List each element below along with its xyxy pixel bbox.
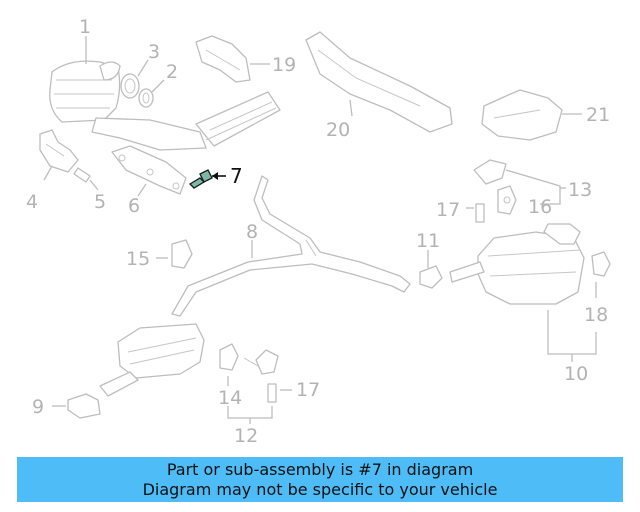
callout-17-upper: 17: [436, 199, 460, 221]
callout-14: 14: [218, 387, 242, 409]
part-4-bracket[interactable]: [39, 129, 79, 181]
callout-19: 19: [272, 54, 296, 76]
callout-9: 9: [32, 396, 44, 418]
part-16-hanger[interactable]: [497, 185, 517, 215]
part-17-bolt-upper[interactable]: [466, 203, 485, 223]
callout-5: 5: [94, 191, 106, 213]
part-17-bolt-lower[interactable]: [267, 383, 292, 403]
callout-2: 2: [166, 61, 178, 83]
part-8-intermediate-pipe[interactable]: [171, 175, 411, 317]
part-7-bolt-highlighted[interactable]: [188, 169, 226, 189]
callout-10: 10: [564, 363, 588, 385]
callout-1: 1: [79, 16, 91, 38]
callout-16: 16: [528, 196, 552, 218]
part-15-hanger[interactable]: [156, 239, 193, 269]
part-3-gasket[interactable]: [120, 59, 149, 99]
banner-line-2: Diagram may not be specific to your vehi…: [142, 479, 498, 499]
callout-12: 12: [234, 425, 258, 447]
part-21-shield[interactable]: [481, 89, 582, 141]
info-banner: Part or sub-assembly is #7 in diagram Di…: [17, 457, 623, 502]
part-6-flange-bracket[interactable]: [111, 145, 187, 197]
callout-11: 11: [416, 230, 440, 252]
part-11-clamp[interactable]: [419, 250, 443, 289]
rear-muffler[interactable]: [449, 223, 585, 305]
part-2-gasket[interactable]: [138, 79, 165, 108]
callout-17-lower: 17: [296, 379, 320, 401]
banner-line-1: Part or sub-assembly is #7 in diagram: [166, 459, 474, 479]
callout-15: 15: [126, 248, 150, 270]
part-12-bracket[interactable]: [227, 349, 279, 424]
part-20-heat-shield[interactable]: [305, 31, 453, 133]
front-muffler[interactable]: [99, 323, 205, 397]
callout-18: 18: [584, 304, 608, 326]
part-9-pipe-section[interactable]: [52, 393, 101, 419]
part-5-bolt[interactable]: [73, 167, 99, 191]
part-18-hanger[interactable]: [591, 251, 611, 298]
callout-13: 13: [568, 179, 592, 201]
part-13-bracket[interactable]: [473, 159, 566, 205]
callout-7: 7: [230, 164, 243, 188]
callout-3: 3: [148, 41, 160, 63]
exhaust-parts-diagram: 1 3 2 4 5 6 7: [26, 16, 611, 447]
part-14-hanger[interactable]: [219, 343, 239, 386]
part-1-catalytic-converter[interactable]: [49, 36, 281, 151]
callout-20: 20: [326, 119, 350, 141]
part-10-leader: [547, 310, 597, 362]
callout-6: 6: [128, 195, 140, 217]
callout-21: 21: [586, 104, 610, 126]
callout-8: 8: [246, 221, 258, 243]
callout-4: 4: [26, 191, 38, 213]
part-19-heat-shield[interactable]: [195, 35, 270, 83]
